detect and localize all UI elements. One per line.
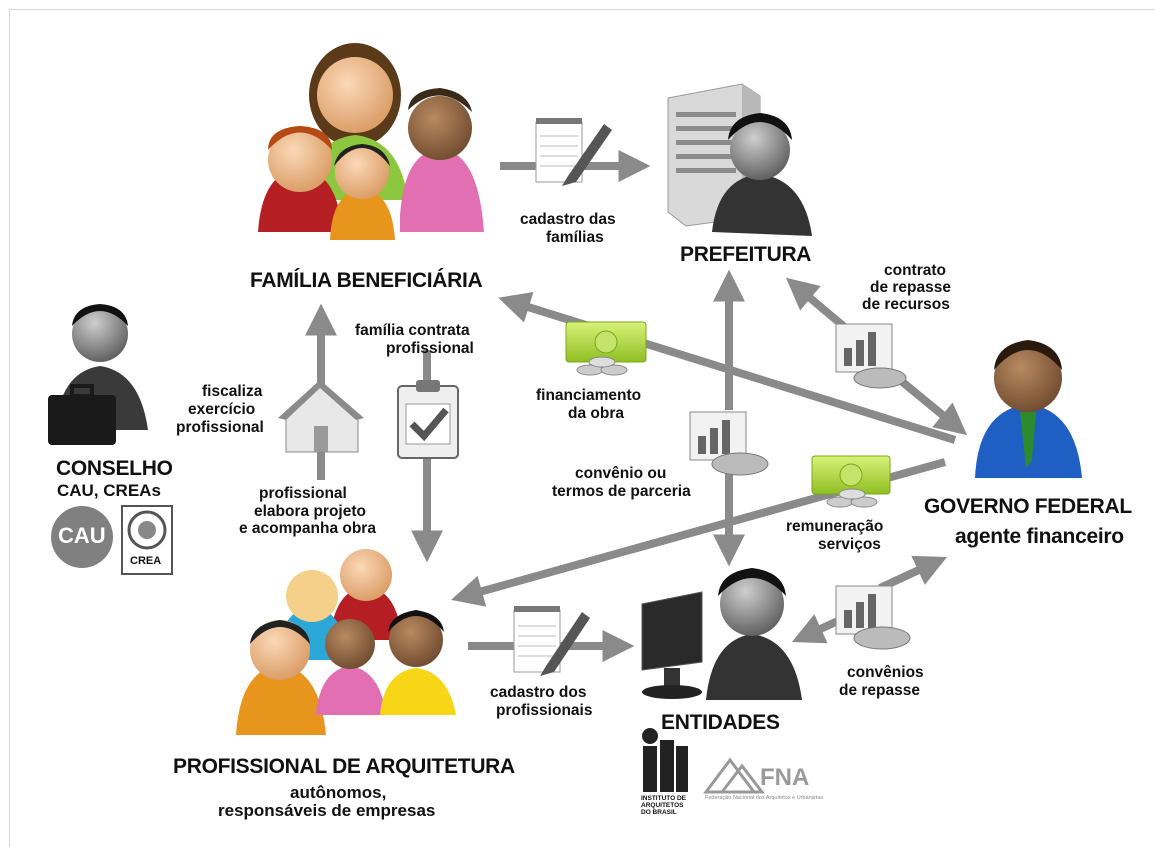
iab-logo-text: INSTITUTO DE ARQUITETOS DO BRASIL — [641, 795, 687, 817]
server-user-icon — [667, 83, 812, 236]
chart-icon — [835, 585, 911, 650]
familia-title: FAMÍLIA BENEFICIÁRIA — [250, 269, 483, 292]
profissional-subtitle-2: responsáveis de empresas — [218, 801, 436, 820]
label-cadastro-familias-1: cadastro das — [520, 211, 616, 228]
crea-logo — [121, 505, 173, 575]
fna-logo-text: FNA — [760, 764, 810, 791]
label-convenio-2: termos de parceria — [552, 483, 691, 500]
notepad-pencil-icon — [535, 118, 612, 186]
arrow-entidades-governo — [878, 555, 948, 592]
label-cadastro-prof-2: profissionais — [496, 702, 593, 719]
governo-subtitle: agente financeiro — [955, 525, 1124, 548]
label-fiscaliza-1: fiscaliza — [202, 383, 263, 400]
label-familia-contrata-2: profissional — [386, 340, 474, 357]
governo-title: GOVERNO FEDERAL — [924, 495, 1132, 518]
people-group-icon — [236, 549, 456, 735]
label-elabora-3: e acompanha obra — [239, 520, 376, 537]
label-convenio-1: convênio ou — [575, 465, 667, 482]
conselho-title: CONSELHO — [56, 457, 173, 480]
briefcase-man-icon — [48, 304, 148, 445]
slide-frame — [9, 9, 1155, 847]
label-elabora-2: elabora projeto — [254, 503, 366, 520]
label-cadastro-familias-2: famílias — [546, 229, 604, 246]
iab-logo — [642, 728, 688, 792]
label-cadastro-prof-1: cadastro dos — [490, 684, 587, 701]
label-elabora-1: profissional — [259, 485, 347, 502]
prefeitura-title: PREFEITURA — [680, 243, 812, 266]
label-contrato-3: de recursos — [862, 296, 950, 313]
fna-logo-caption: Federação Nacional dos Arquitetos e Urba… — [705, 795, 824, 801]
house-icon — [278, 380, 364, 453]
clipboard-check-icon — [397, 380, 459, 459]
label-fiscaliza-2: exercício — [188, 401, 256, 418]
label-financiamento-2: da obra — [568, 405, 624, 422]
label-contrato-2: de repasse — [870, 279, 951, 296]
cau-logo — [51, 506, 113, 568]
notepad-pencil-icon — [513, 606, 590, 676]
label-remuneracao-1: remuneração — [786, 518, 884, 535]
cau-logo-text: CAU — [58, 523, 106, 548]
chart-icon — [835, 323, 907, 389]
label-remuneracao-2: serviços — [818, 536, 881, 553]
label-convenios-repasse-1: convênios — [847, 664, 924, 681]
label-financiamento-1: financiamento — [536, 387, 642, 404]
entidades-title: ENTIDADES — [661, 711, 780, 734]
label-familia-contrata-1: família contrata — [355, 322, 470, 339]
money-icon — [811, 455, 891, 508]
crea-logo-text: CREA — [130, 555, 162, 567]
arrow-governo-entidades — [791, 614, 842, 644]
people-group-icon — [258, 43, 484, 240]
chart-icon — [689, 411, 769, 476]
conselho-subtitle: CAU, CREAs — [57, 481, 161, 500]
profissional-subtitle-1: autônomos, — [290, 783, 387, 802]
arrow-prefeitura-governo-down — [897, 376, 968, 436]
computer-user-icon — [641, 568, 802, 700]
money-icon — [565, 321, 647, 376]
fna-logo — [703, 757, 766, 794]
businessman-icon — [975, 340, 1082, 478]
profissional-title: PROFISSIONAL DE ARQUITETURA — [173, 755, 515, 778]
label-contrato-1: contrato — [884, 262, 946, 279]
label-fiscaliza-3: profissional — [176, 419, 264, 436]
label-convenios-repasse-2: de repasse — [839, 682, 920, 699]
